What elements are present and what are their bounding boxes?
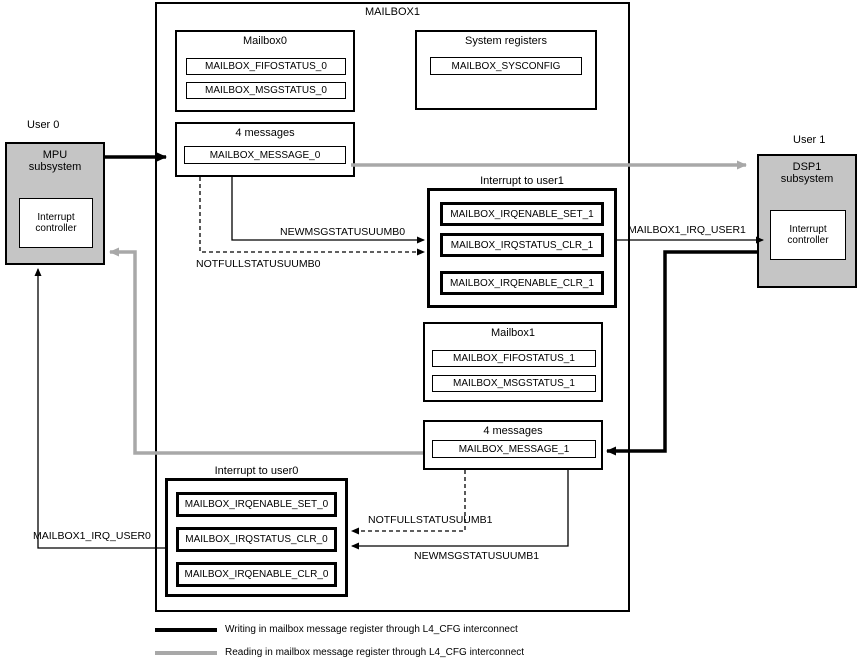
- register-mailbox-fifostatus-0: MAILBOX_FIFOSTATUS_0: [186, 58, 346, 75]
- register-mailbox-sysconfig: MAILBOX_SYSCONFIG: [430, 57, 582, 75]
- system-registers-group: System registers MAILBOX_SYSCONFIG: [415, 30, 597, 110]
- irq-line-user0: [34, 268, 165, 549]
- signal-label-mailbox1-irq-user0: MAILBOX1_IRQ_USER0: [33, 530, 151, 542]
- register-mailbox-fifostatus-1: MAILBOX_FIFOSTATUS_1: [432, 350, 596, 367]
- signal-label-newmsgstatusuumb1: NEWMSGSTATUSUUMB1: [414, 550, 540, 562]
- messages0-title: 4 messages: [235, 127, 295, 139]
- register-mailbox-msgstatus-0: MAILBOX_MSGSTATUS_0: [186, 82, 346, 99]
- legend-write-line-sample: [155, 627, 217, 632]
- register-mailbox-irqenable-set-1: MAILBOX_IRQENABLE_SET_1: [440, 202, 604, 226]
- legend-read-line-sample: [155, 650, 217, 655]
- mpu-subsystem-label: MPU subsystem: [28, 149, 82, 173]
- signal-label-newmsgstatusuumb0: NEWMSGSTATUSUUMB0: [280, 226, 406, 238]
- messages1-title: 4 messages: [483, 425, 543, 437]
- interrupt-user0-group: MAILBOX_IRQENABLE_SET_0 MAILBOX_IRQSTATU…: [165, 478, 348, 597]
- mailbox0-group: Mailbox0 MAILBOX_FIFOSTATUS_0 MAILBOX_MS…: [175, 30, 355, 112]
- register-mailbox-irqenable-clr-1: MAILBOX_IRQENABLE_CLR_1: [440, 271, 604, 295]
- mpu-subsystem-box: MPU subsystem Interrupt controller: [5, 142, 105, 265]
- user0-label: User 0: [27, 119, 60, 131]
- system-registers-title: System registers: [465, 35, 547, 47]
- register-mailbox-irqenable-clr-0: MAILBOX_IRQENABLE_CLR_0: [176, 562, 337, 587]
- signal-label-notfullstatusuumb1: NOTFULLSTATUSUUMB1: [368, 514, 493, 526]
- legend-row-writing: Writing in mailbox message register thro…: [155, 624, 518, 635]
- interrupt-user0-title: Interrupt to user0: [214, 465, 299, 477]
- register-mailbox-message-1: MAILBOX_MESSAGE_1: [432, 440, 596, 458]
- mailbox1-title: Mailbox1: [490, 327, 536, 339]
- user1-label: User 1: [793, 134, 826, 146]
- register-mailbox-message-0: MAILBOX_MESSAGE_0: [184, 146, 346, 164]
- legend-row-reading: Reading in mailbox message register thro…: [155, 647, 524, 658]
- dsp1-interrupt-controller-box: Interrupt controller: [770, 210, 846, 260]
- signal-label-mailbox1-irq-user1: MAILBOX1_IRQ_USER1: [628, 224, 746, 236]
- dsp1-subsystem-label: DSP1 subsystem: [780, 161, 834, 185]
- register-mailbox-msgstatus-1: MAILBOX_MSGSTATUS_1: [432, 375, 596, 392]
- interrupt-user1-group: MAILBOX_IRQENABLE_SET_1 MAILBOX_IRQSTATU…: [427, 188, 617, 308]
- mailbox1-group: Mailbox1 MAILBOX_FIFOSTATUS_1 MAILBOX_MS…: [423, 322, 603, 402]
- legend-write-label: Writing in mailbox message register thro…: [225, 624, 518, 635]
- register-mailbox-irqenable-set-0: MAILBOX_IRQENABLE_SET_0: [176, 492, 337, 517]
- legend-read-label: Reading in mailbox message register thro…: [225, 647, 525, 658]
- dsp1-subsystem-box: DSP1 subsystem Interrupt controller: [757, 154, 857, 288]
- messages0-group: 4 messages MAILBOX_MESSAGE_0: [175, 122, 355, 177]
- interrupt-user1-title: Interrupt to user1: [480, 175, 564, 187]
- mpu-interrupt-controller-box: Interrupt controller: [19, 198, 93, 248]
- messages1-group: 4 messages MAILBOX_MESSAGE_1: [423, 420, 603, 470]
- register-mailbox-irqstatus-clr-0: MAILBOX_IRQSTATUS_CLR_0: [176, 527, 337, 552]
- register-mailbox-irqstatus-clr-1: MAILBOX_IRQSTATUS_CLR_1: [440, 233, 604, 257]
- mailbox1-module-title: MAILBOX1: [364, 6, 421, 18]
- signal-label-notfullstatusuumb0: NOTFULLSTATUSUUMB0: [196, 258, 321, 270]
- mailbox0-title: Mailbox0: [242, 35, 288, 47]
